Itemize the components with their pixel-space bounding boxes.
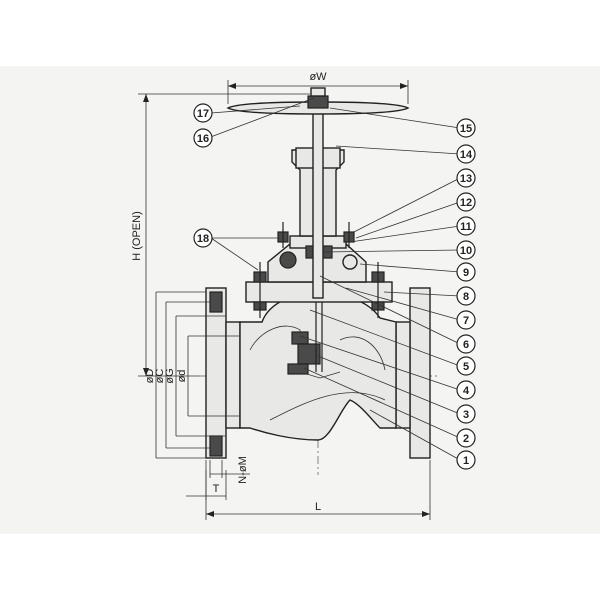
dim-label-dd: ød (176, 370, 188, 383)
callout-14: 14 (456, 144, 476, 164)
dim-label-w: øW (309, 71, 327, 83)
callout-10: 10 (456, 240, 476, 260)
dim-nm (209, 460, 250, 478)
callouts: 1 2 3 4 5 6 7 (193, 103, 476, 470)
callout-16: 16 (193, 128, 213, 148)
svg-text:18: 18 (197, 233, 209, 245)
callout-18: 18 (193, 228, 213, 248)
svg-text:4: 4 (463, 385, 470, 397)
valve-body (239, 291, 397, 441)
svg-text:13: 13 (460, 173, 472, 185)
callout-6: 6 (456, 334, 476, 354)
callout-11: 11 (456, 216, 476, 236)
callout-5: 5 (456, 356, 476, 376)
callout-12: 12 (456, 192, 476, 212)
callout-15: 15 (456, 118, 476, 138)
callout-3: 3 (456, 404, 476, 424)
dim-label-d: øD (144, 369, 156, 384)
callout-13: 13 (456, 168, 476, 188)
callout-7: 7 (456, 310, 476, 330)
callout-8: 8 (456, 286, 476, 306)
dim-t (186, 470, 227, 500)
svg-text:10: 10 (460, 245, 472, 257)
svg-text:9: 9 (463, 267, 469, 279)
stem (312, 107, 324, 299)
leader-lines (207, 97, 461, 461)
dim-label-t: T (213, 483, 220, 495)
left-flange (205, 287, 241, 459)
svg-text:14: 14 (460, 149, 473, 161)
dim-label-l: L (315, 501, 321, 513)
svg-text:5: 5 (463, 361, 469, 373)
svg-text:3: 3 (463, 409, 469, 421)
dim-h (138, 93, 310, 377)
dim-label-h: H (OPEN) (131, 211, 143, 261)
svg-text:7: 7 (463, 315, 469, 327)
svg-text:8: 8 (463, 291, 469, 303)
callout-1: 1 (456, 450, 476, 470)
handwheel (226, 87, 410, 115)
right-flange (395, 287, 431, 459)
svg-text:11: 11 (460, 221, 472, 233)
svg-text:1: 1 (463, 455, 469, 467)
callout-9: 9 (456, 262, 476, 282)
callout-17: 17 (193, 103, 213, 123)
dim-label-c: øC (154, 369, 166, 384)
svg-text:12: 12 (460, 197, 472, 209)
dim-w (227, 80, 409, 104)
dim-label-nm: N-øM (237, 456, 249, 484)
svg-text:6: 6 (463, 339, 469, 351)
dim-diameters (155, 291, 240, 459)
svg-text:2: 2 (463, 433, 469, 445)
body-internals (249, 300, 386, 421)
callout-4: 4 (456, 380, 476, 400)
dim-label-g: øG (164, 368, 176, 383)
svg-text:17: 17 (197, 108, 209, 120)
callout-2: 2 (456, 428, 476, 448)
svg-text:16: 16 (197, 133, 209, 145)
svg-text:15: 15 (460, 123, 472, 135)
